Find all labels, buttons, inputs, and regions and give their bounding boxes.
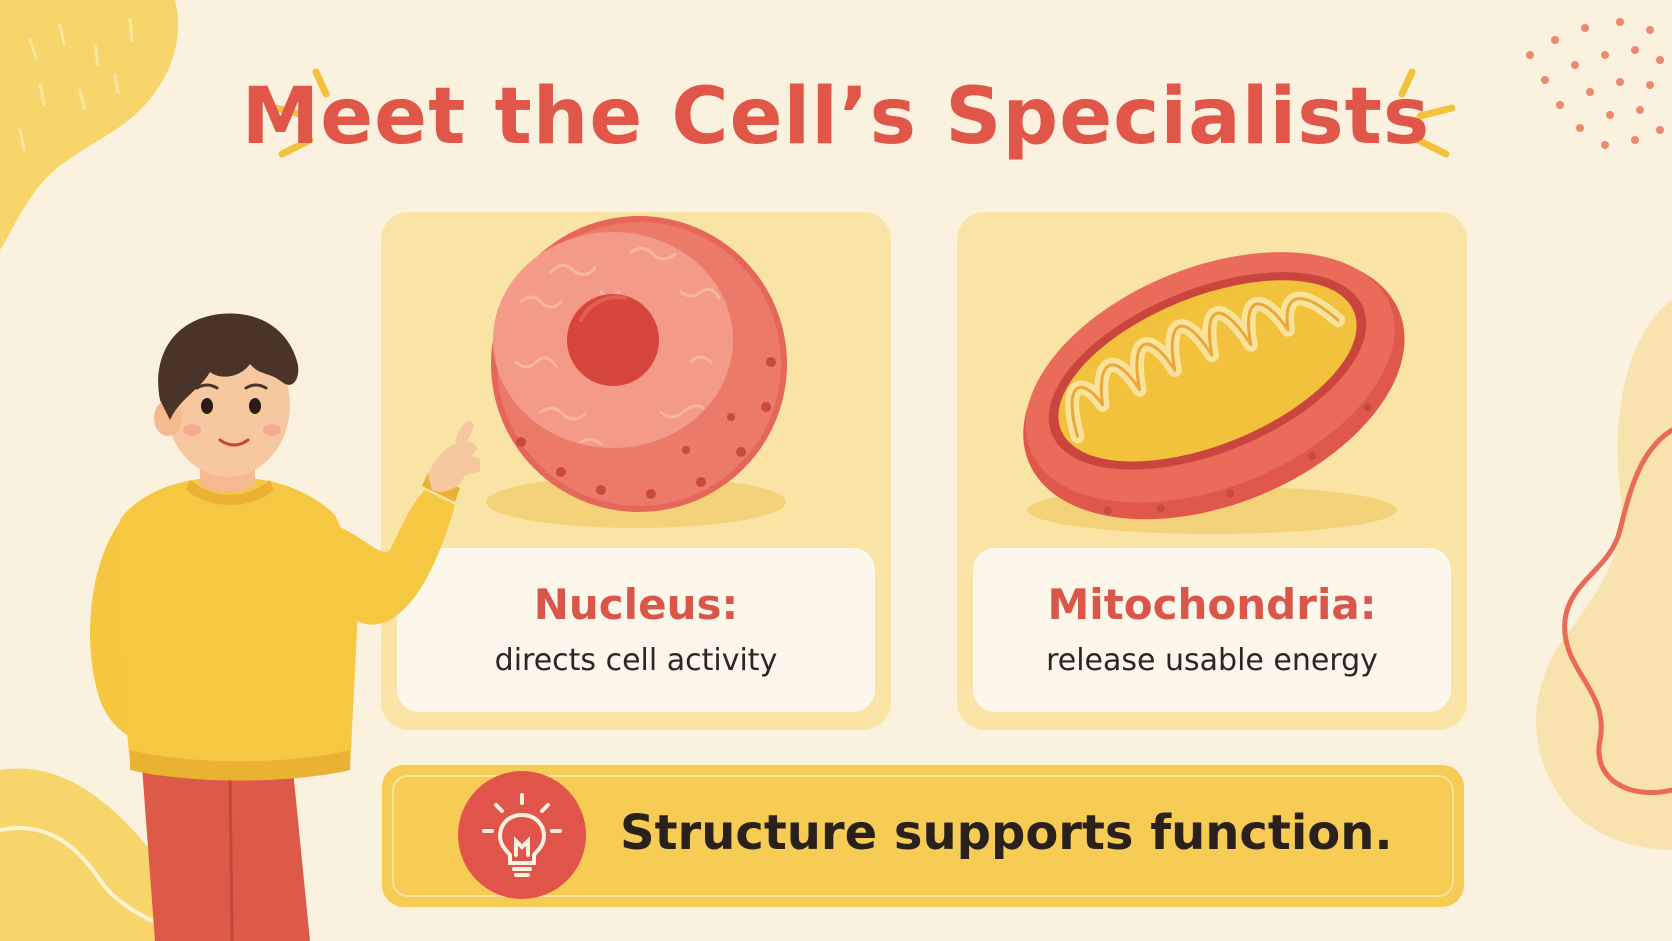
mitochondria-card: Mitochondria: release usable energy [957,212,1467,730]
mitochondria-caption: Mitochondria: release usable energy [973,548,1451,712]
banner-border [392,775,1454,897]
top-left-blob [0,0,179,250]
right-blob [1536,300,1672,850]
lightbulb-icon [458,771,586,899]
key-message-text: Structure supports function. [620,805,1393,861]
key-message-banner: Structure supports function. [382,765,1464,907]
title-sparkle-right [1398,68,1456,158]
mitochondria-illustration [1023,252,1405,534]
nucleus-caption: Nucleus: directs cell activity [397,548,875,712]
mitochondria-description: release usable energy [1046,643,1378,678]
mitochondria-label: Mitochondria: [1047,580,1377,629]
nucleus-illustration [486,216,787,528]
top-right-dots [1526,18,1664,149]
lightbulb-icon-graphic [482,793,562,877]
title-sparkle-left [272,68,330,158]
nucleus-card: Nucleus: directs cell activity [381,212,891,730]
presenter-character [90,313,480,941]
nucleus-description: directs cell activity [494,643,778,678]
nucleus-label: Nucleus: [533,580,739,629]
page-title: Meet the Cell’s Specialists [241,72,1431,162]
